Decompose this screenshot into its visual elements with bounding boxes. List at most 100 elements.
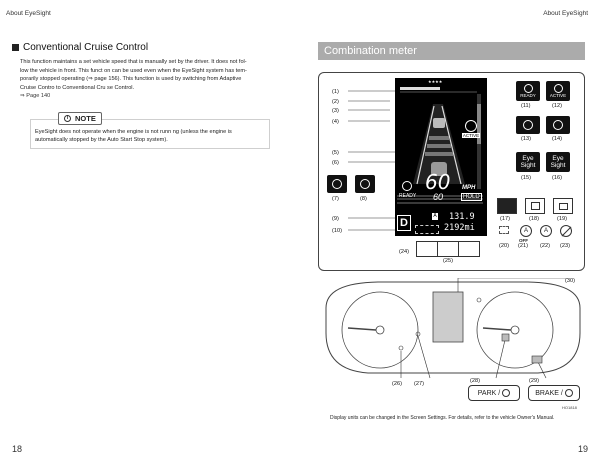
warning-icon-8 [355, 175, 375, 193]
eyesight-text: Eye [522, 155, 534, 162]
ready-indicator: READY [399, 193, 417, 199]
info-icon: i [64, 115, 71, 122]
callout: (1) [332, 89, 339, 95]
off-sign-icon [531, 202, 540, 210]
figure-id: HO1818 [562, 405, 577, 410]
note-label: NOTE [75, 114, 96, 123]
lane-keep-icon [523, 120, 533, 130]
eyesight-text: Sight [520, 162, 536, 169]
icon-14 [546, 116, 570, 134]
car-icon [459, 242, 479, 256]
eyesight-icon-15: Eye Sight [516, 152, 540, 172]
gate-icon [559, 203, 568, 210]
traffic-sign-icon [499, 226, 509, 234]
page-number-left: 18 [12, 444, 23, 454]
park-brake-icon [502, 389, 511, 397]
gear-indicator: D [397, 215, 411, 231]
eyesight-text: Sight [550, 162, 566, 169]
callout: (7) [332, 196, 339, 202]
ready-icon-11: READY [516, 81, 540, 101]
callout: (5) [332, 150, 339, 156]
callout: (3) [332, 108, 339, 114]
icon-13 [516, 116, 540, 134]
display-graphics [397, 87, 483, 204]
body-line: porarily stopped operating (⇒ page 156).… [20, 76, 242, 83]
steering-ready-icon [402, 181, 412, 191]
set-speed-small: 60 [433, 192, 444, 202]
odometer-value: 2192mi [444, 223, 475, 233]
park-brake-indicator: PARK / [468, 385, 520, 401]
callout: (11) [521, 103, 531, 109]
car-icon [438, 242, 459, 256]
note-line: EyeSight does not operate when the engin… [35, 129, 232, 135]
speed-unit: MPH [462, 185, 476, 191]
trip-label: A [432, 213, 438, 220]
callout: (4) [332, 119, 339, 125]
body-line: Cruise Contro to Conventional Cru se Con… [20, 84, 135, 91]
callout: (20) [499, 243, 509, 249]
callout: (28) [470, 378, 480, 384]
car-icon [417, 242, 438, 256]
icon-17 [497, 198, 517, 214]
callout: (13) [521, 136, 531, 142]
header-left: About EyeSight [6, 10, 51, 17]
body-line: This function maintains a set vehicle sp… [20, 59, 247, 65]
brake-label: BRAKE / [535, 389, 563, 397]
auto-hold-icon-21: A [520, 225, 532, 237]
gauge-icon [360, 179, 370, 189]
body-line: low the vehicle in front. This funct on … [20, 67, 247, 74]
auto-hold-icon-22: A [540, 225, 552, 237]
strike-icon [561, 226, 572, 237]
callout: (24) [399, 249, 409, 255]
car-status-area [415, 225, 439, 234]
callout: (27) [414, 381, 424, 387]
vehicle-icons-group [416, 241, 480, 257]
warning-icon-7 [327, 175, 347, 193]
callout: (29) [529, 378, 539, 384]
set-speed-large: 60 [425, 170, 451, 194]
figure-caption: Display units can be changed in the Scre… [330, 415, 555, 421]
steering-wheel-icon [523, 84, 533, 93]
active-indicator: ACTIVE [459, 120, 483, 140]
eyesight-off-icon-16: Eye Sight [546, 152, 570, 172]
auto-stop-off-icon-23 [560, 225, 572, 237]
callout: (23) [560, 243, 570, 249]
callout: (30) [565, 278, 575, 284]
instrument-cluster [325, 278, 581, 379]
park-label: PARK / [477, 389, 501, 397]
icon-20 [499, 226, 513, 238]
callout: (8) [360, 196, 367, 202]
leader-lines [348, 90, 402, 231]
display-stars: ★★★★ [428, 79, 443, 84]
active-label: ACTIVE [461, 133, 481, 138]
note-tag: i NOTE [58, 112, 102, 125]
callout: (16) [552, 175, 562, 181]
callout: (21) [518, 243, 528, 249]
off-label: OFF [519, 238, 528, 243]
header-right: About EyeSight [543, 10, 588, 17]
body-paragraph: This function maintains a set vehicle sp… [20, 58, 292, 101]
callout: (26) [392, 381, 402, 387]
driver-monitor-icon [332, 179, 342, 189]
brake-warning-icon [564, 389, 573, 397]
lane-center-icon [553, 120, 563, 130]
callout: (25) [443, 258, 453, 264]
page-reference: ⇒ Page 140 [20, 93, 51, 100]
section-title: Conventional Cruise Control [12, 42, 148, 53]
steering-wheel-icon [553, 84, 563, 93]
icon-18 [525, 198, 545, 214]
section-banner: Combination meter [318, 42, 585, 60]
page-number-right: 19 [577, 444, 588, 454]
callout: (17) [500, 216, 510, 222]
icon-19 [553, 198, 573, 214]
active-label: ACTIVE [549, 93, 567, 98]
callout: (22) [540, 243, 550, 249]
hold-indicator: HOLD [461, 193, 482, 201]
callout: (15) [521, 175, 531, 181]
callout: (19) [557, 216, 567, 222]
steering-wheel-icon [465, 120, 477, 132]
brake-warning-indicator: BRAKE / [528, 385, 580, 401]
active-icon-12: ACTIVE [546, 81, 570, 101]
callout: (14) [552, 136, 562, 142]
note-line: automatically stopped by the Auto Start … [35, 137, 168, 144]
